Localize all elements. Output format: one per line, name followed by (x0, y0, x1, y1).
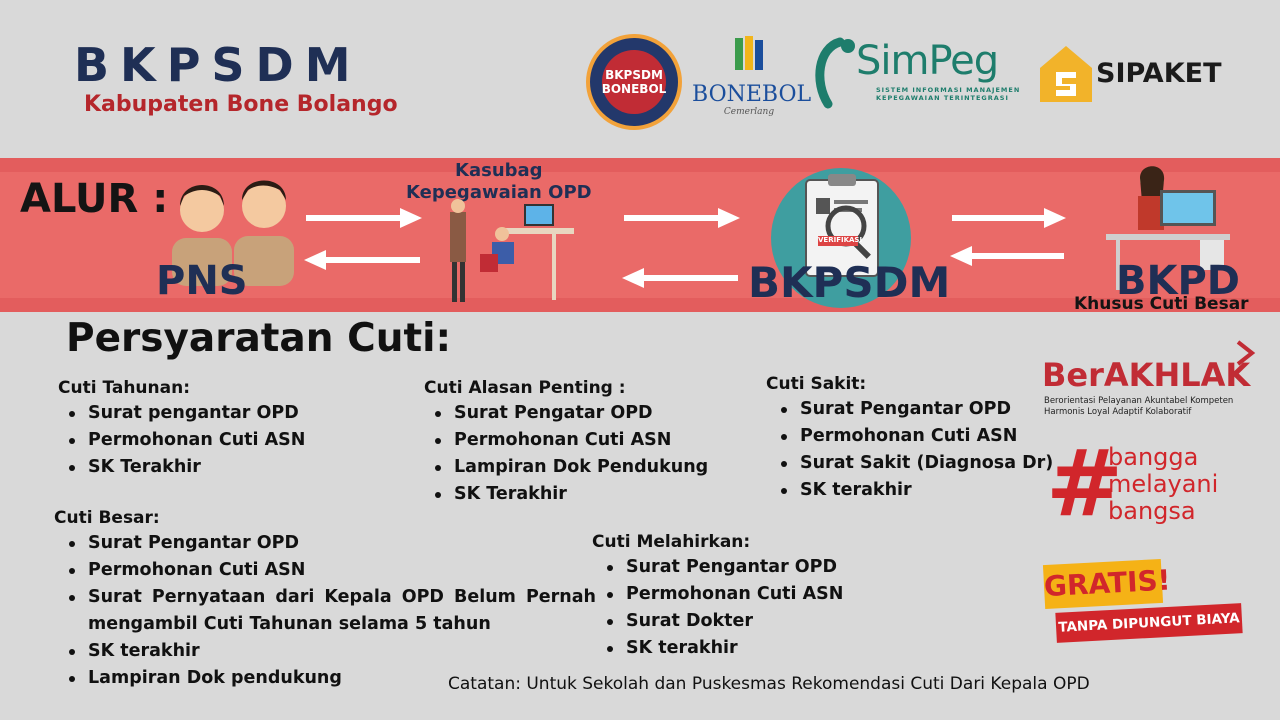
list-item: Surat Pernyataan dari Kepala OPD Belum P… (58, 584, 596, 638)
cuti-besar-title: Cuti Besar: (54, 508, 160, 528)
cuti-melahirkan-section: Cuti Melahirkan: Surat Pengantar OPD Per… (592, 532, 843, 662)
gratis-subtitle: TANPA DIPUNGUT BIAYA (1055, 603, 1243, 643)
list-item: Lampiran Dok pendukung (58, 665, 596, 692)
cuti-alasan-penting-list: Surat Pengatar OPD Permohonan Cuti ASN L… (424, 400, 708, 508)
flow-label: ALUR : (20, 176, 169, 222)
sipaket-logo: SIPAKET (1036, 40, 1246, 108)
bkpd-label: BKPD (1116, 258, 1241, 304)
seal-line1: BKPSDM (605, 68, 663, 82)
pns-illustration (172, 180, 294, 286)
cuti-melahirkan-list: Surat Pengantar OPD Permohonan Cuti ASN … (596, 554, 843, 662)
cuti-sakit-section: Cuti Sakit: Surat Pengantar OPD Permohon… (766, 374, 1053, 504)
bangga-words: bangga melayani bangsa (1108, 443, 1219, 525)
hashtag-icon: # (1046, 430, 1124, 537)
bonebol-tagline: Cemerlang (723, 107, 775, 117)
bkpd-illustration (1106, 166, 1230, 290)
list-item: Surat Pengatar OPD (424, 400, 708, 427)
list-item: Surat Pengantar OPD (596, 554, 843, 581)
list-item: Permohonan Cuti ASN (596, 581, 843, 608)
kasubag-label: Kasubag Kepegawaian OPD (406, 160, 592, 203)
pns-label: PNS (156, 258, 248, 304)
list-item: Lampiran Dok Pendukung (424, 454, 708, 481)
list-item: SK terakhir (596, 635, 843, 662)
list-item: SK terakhir (58, 638, 596, 665)
bonebol-emblem-icon (735, 36, 763, 70)
berakhlak-title: BerAKHLAK (1042, 356, 1251, 394)
arrow-pair-1-icon (304, 208, 422, 270)
seal-line2: BONEBOL (601, 82, 667, 96)
gratis-badge: GRATIS! TANPA DIPUNGUT BIAYA (1042, 558, 1244, 644)
footnote: Catatan: Untuk Sekolah dan Puskesmas Rek… (448, 674, 1090, 694)
cuti-besar-list: Surat Pengantar OPD Permohonan Cuti ASN … (58, 530, 596, 692)
list-item: SK Terakhir (424, 481, 708, 508)
requirements-title: Persyaratan Cuti: (66, 316, 452, 361)
cuti-sakit-list: Surat Pengantar OPD Permohonan Cuti ASN … (770, 396, 1053, 504)
list-item: Permohonan Cuti ASN (770, 423, 1053, 450)
berakhlak-badge: BerAKHLAK Berorientasi Pelayanan Akuntab… (1040, 340, 1260, 420)
simpeg-caption: SISTEM INFORMASI MANAJEMEN KEPEGAWAIAN T… (876, 86, 1021, 102)
org-subtitle: Kabupaten Bone Bolango (84, 92, 398, 117)
berakhlak-caption: Berorientasi Pelayanan Akuntabel Kompete… (1044, 396, 1234, 417)
bonebol-text: BONEBOL (692, 82, 812, 107)
org-title: BKPSDM (74, 38, 362, 92)
kasubag-illustration (450, 199, 574, 302)
bkpsdm-verification-illustration (771, 168, 911, 308)
bkpd-note: Khusus Cuti Besar (1074, 294, 1249, 314)
list-item: Surat Dokter (596, 608, 843, 635)
cuti-melahirkan-title: Cuti Melahirkan: (592, 532, 751, 552)
chevron-right-icon (1236, 340, 1256, 366)
bkpsdm-seal-logo: BKPSDM BONEBOL (586, 34, 682, 130)
cuti-besar-section: Cuti Besar: Surat Pengantar OPD Permohon… (54, 508, 596, 692)
cuti-tahunan-list: Surat pengantar OPD Permohonan Cuti ASN … (58, 400, 305, 481)
simpeg-swirl-icon (815, 37, 855, 109)
list-item: SK Terakhir (58, 454, 305, 481)
bkpsdm-label: BKPSDM (748, 258, 951, 307)
list-item: Surat Pengantar OPD (770, 396, 1053, 423)
simpeg-logo: SimPeg SISTEM INFORMASI MANAJEMEN KEPEGA… (810, 34, 1026, 110)
cuti-tahunan-title: Cuti Tahunan: (58, 378, 191, 398)
cuti-tahunan-section: Cuti Tahunan: Surat pengantar OPD Permoh… (58, 378, 305, 481)
list-item: Permohonan Cuti ASN (424, 427, 708, 454)
sipaket-text: SIPAKET (1096, 58, 1222, 89)
cuti-alasan-penting-section: Cuti Alasan Penting : Surat Pengatar OPD… (424, 378, 708, 508)
list-item: Surat Sakit (Diagnosa Dr) (770, 450, 1053, 477)
cuti-alasan-penting-title: Cuti Alasan Penting : (424, 378, 626, 398)
verifikasi-stamp: VERIFIKASI (818, 236, 863, 244)
arrow-pair-3-icon (950, 208, 1066, 266)
cuti-sakit-title: Cuti Sakit: (766, 374, 867, 394)
list-item: Permohonan Cuti ASN (58, 557, 596, 584)
simpeg-text: SimPeg (856, 38, 999, 84)
sipaket-house-icon (1040, 46, 1092, 102)
gratis-title: GRATIS! (1042, 558, 1171, 610)
bangga-melayani-badge: # bangga melayani bangsa (1046, 430, 1246, 537)
arrow-pair-2-icon (622, 208, 740, 288)
list-item: Permohonan Cuti ASN (58, 427, 305, 454)
list-item: Surat Pengantar OPD (58, 530, 596, 557)
list-item: SK terakhir (770, 477, 1053, 504)
list-item: Surat pengantar OPD (58, 400, 305, 427)
bonebol-logo: BONEBOL Cemerlang (692, 34, 812, 120)
